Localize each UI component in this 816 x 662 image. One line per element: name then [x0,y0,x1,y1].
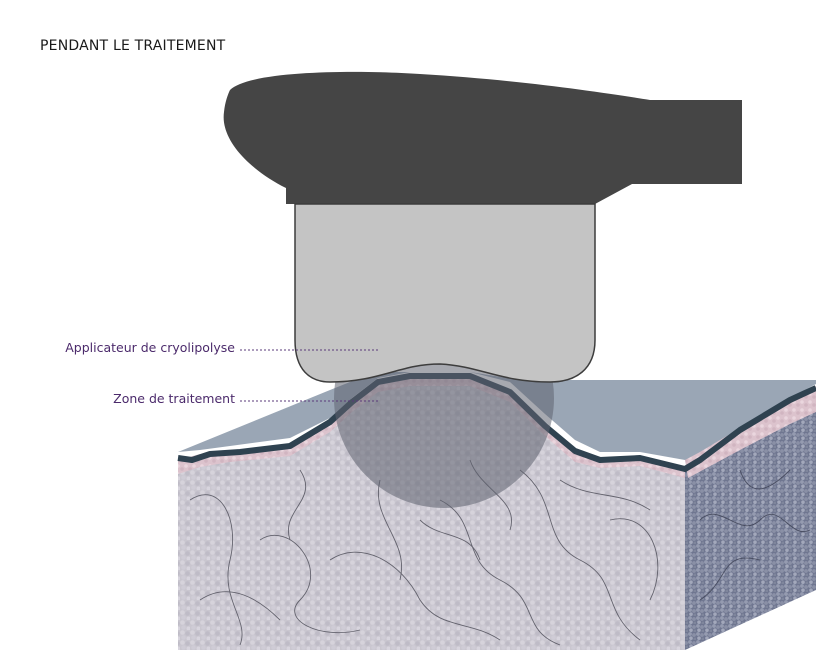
page-title: PENDANT LE TRAITEMENT [40,38,226,54]
applicator-label: Applicateur de cryolipolyse [65,340,235,355]
treatment-zone-label: Zone de traitement [113,391,235,406]
connective-fibers-side [699,469,811,601]
applicator-body [294,203,596,383]
fat-block-side [685,386,816,650]
applicator-handle [223,71,743,205]
connective-fibers [189,459,659,646]
